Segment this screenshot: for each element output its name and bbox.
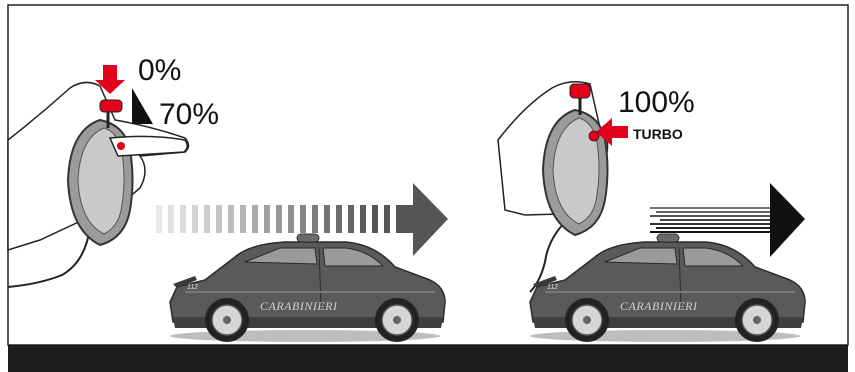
- turbo-button: [589, 131, 599, 141]
- car-decal-left: CARABINIERI: [260, 299, 338, 313]
- car-decal-right: CARABINIERI: [620, 299, 698, 313]
- car-number-left: 112: [187, 284, 198, 291]
- turbo-label: TURBO: [633, 126, 683, 142]
- throttle-max-label: 70%: [159, 98, 219, 131]
- ground-bar: [8, 345, 848, 372]
- throttle-min-label: 0%: [138, 54, 181, 87]
- trigger-left: [100, 100, 122, 112]
- car-number-right: 112: [547, 284, 558, 291]
- trigger-right: [570, 84, 590, 98]
- throttle-full-label: 100%: [618, 86, 695, 119]
